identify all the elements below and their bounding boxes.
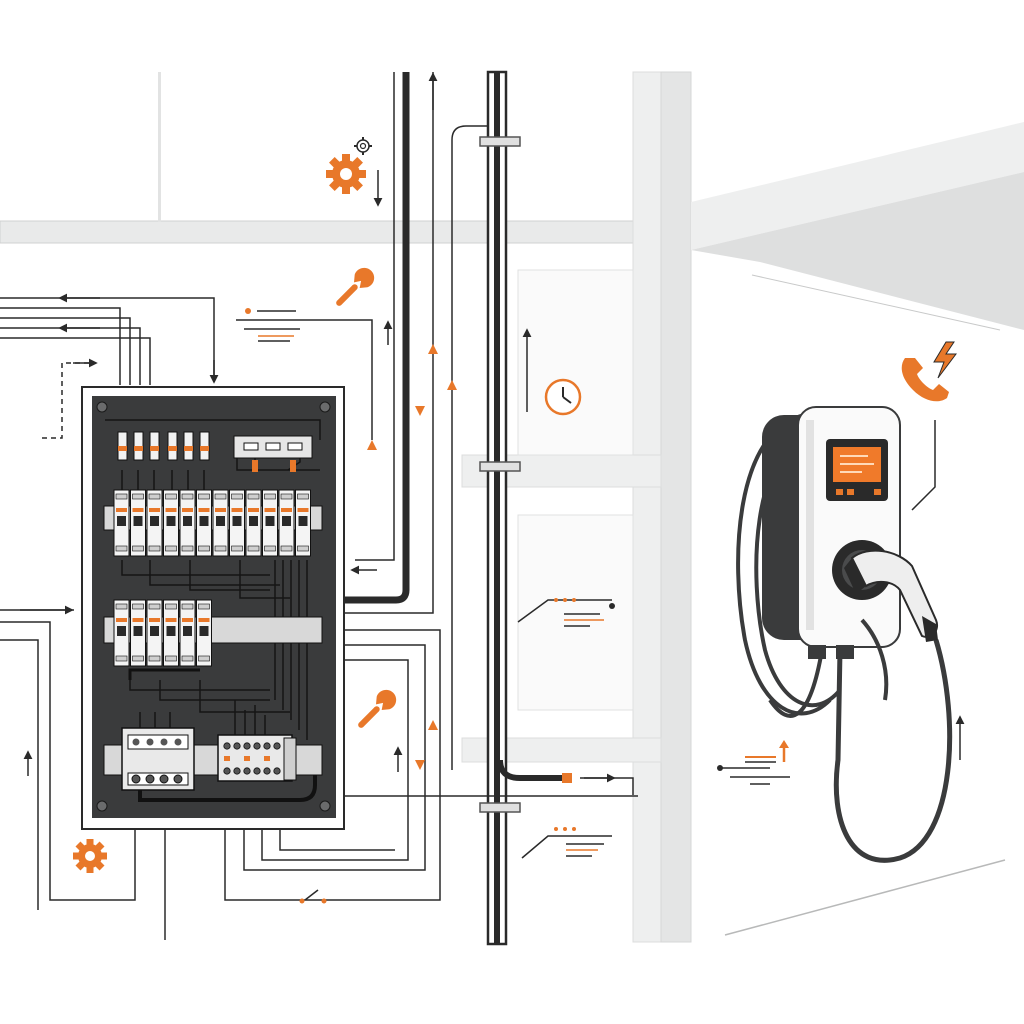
fuse <box>133 431 144 461</box>
breaker-switch[interactable] <box>183 516 192 526</box>
thick-bus-cable <box>138 750 317 802</box>
breaker-row-middle <box>113 599 212 667</box>
charger-button-right[interactable] <box>874 489 881 495</box>
gear-icon <box>326 154 366 194</box>
breaker-row-top <box>113 489 311 557</box>
circuit-breaker <box>295 489 311 557</box>
charger-button-left[interactable] <box>836 489 843 495</box>
conduit-clamp-3 <box>479 802 521 813</box>
terminal-block-left <box>121 727 195 791</box>
wrench-icon <box>358 689 397 728</box>
clock-icon <box>544 378 582 416</box>
circuit-breaker <box>229 489 245 557</box>
feeder-cable <box>345 72 488 770</box>
breaker-switch[interactable] <box>166 516 176 526</box>
circuit-breaker <box>130 489 146 557</box>
small-gear-icon <box>354 137 372 155</box>
ceiling-beam <box>0 220 691 244</box>
breaker-switch[interactable] <box>199 516 209 526</box>
circuit-breaker <box>179 489 196 557</box>
circuit-breaker <box>196 489 212 557</box>
panel-screws <box>96 401 331 812</box>
circuit-breaker <box>278 489 295 557</box>
breaker-switch[interactable] <box>232 516 242 526</box>
phone-icon <box>901 358 949 402</box>
left-wall-line <box>158 72 161 222</box>
wall-niche-top <box>517 269 634 456</box>
arrow-icon <box>779 740 789 762</box>
contactor-block <box>233 435 313 472</box>
circuit-breaker <box>163 489 179 557</box>
fuse <box>183 431 194 461</box>
wall-guide-line <box>751 274 1001 331</box>
charger-button-mid[interactable] <box>847 489 854 495</box>
circuit-breaker <box>196 599 212 667</box>
column-left <box>632 71 662 943</box>
breaker-switch[interactable] <box>166 626 176 636</box>
fuse-holders <box>117 431 210 461</box>
breaker-switch[interactable] <box>117 626 126 636</box>
breaker-switch[interactable] <box>265 516 275 526</box>
column-right <box>660 71 692 943</box>
label-glyph <box>554 598 615 627</box>
lightning-bolt-icon <box>933 341 957 379</box>
conduit-clamp-2 <box>479 461 521 472</box>
terminal-block-right <box>217 734 297 782</box>
breaker-switch[interactable] <box>133 516 143 526</box>
circuit-breaker <box>245 489 262 557</box>
bus-cable-2 <box>128 668 200 680</box>
circuit-breaker <box>113 599 130 667</box>
breaker-switch[interactable] <box>150 516 159 526</box>
breaker-switch[interactable] <box>183 626 192 636</box>
breaker-switch[interactable] <box>117 516 126 526</box>
label-glyph <box>244 308 300 342</box>
label-glyph <box>554 827 604 857</box>
label-glyph <box>717 756 790 785</box>
breaker-switch[interactable] <box>298 516 308 526</box>
breaker-switch[interactable] <box>133 626 143 636</box>
breaker-switch[interactable] <box>199 626 209 636</box>
fuse <box>117 431 128 461</box>
fuse <box>199 431 210 461</box>
circuit-breaker <box>113 489 130 557</box>
circuit-breaker <box>130 599 146 667</box>
conduit-clamp-1 <box>479 136 521 147</box>
flow-arrows <box>20 72 965 783</box>
breaker-switch[interactable] <box>216 516 225 526</box>
circuit-breaker <box>212 489 229 557</box>
main-conduit <box>479 70 572 946</box>
floor-line <box>724 859 1006 936</box>
charging-cable <box>833 639 953 863</box>
right-ceiling-slope <box>691 122 1024 250</box>
wall-niche-middle <box>517 514 634 711</box>
orange-flow-arrows <box>367 344 457 770</box>
wrench-icon <box>336 267 375 306</box>
circuit-breaker <box>146 599 163 667</box>
circuit-breaker <box>179 599 196 667</box>
right-ceiling-shadow <box>691 172 1024 330</box>
ev-charger <box>736 406 953 863</box>
gear-icon <box>73 839 107 873</box>
circuit-breaker <box>163 599 179 667</box>
fuse <box>167 431 178 461</box>
breaker-switch[interactable] <box>282 516 291 526</box>
cable-end-cap <box>562 773 572 783</box>
distribution-panel <box>81 386 345 830</box>
annotation-glyphs <box>244 308 790 904</box>
circuit-breaker <box>146 489 163 557</box>
breaker-switch[interactable] <box>150 626 159 636</box>
fuse <box>149 431 160 461</box>
circuit-breaker <box>262 489 278 557</box>
switch-symbol <box>299 889 327 904</box>
signal-wires <box>0 297 936 940</box>
breaker-switch[interactable] <box>249 516 258 526</box>
